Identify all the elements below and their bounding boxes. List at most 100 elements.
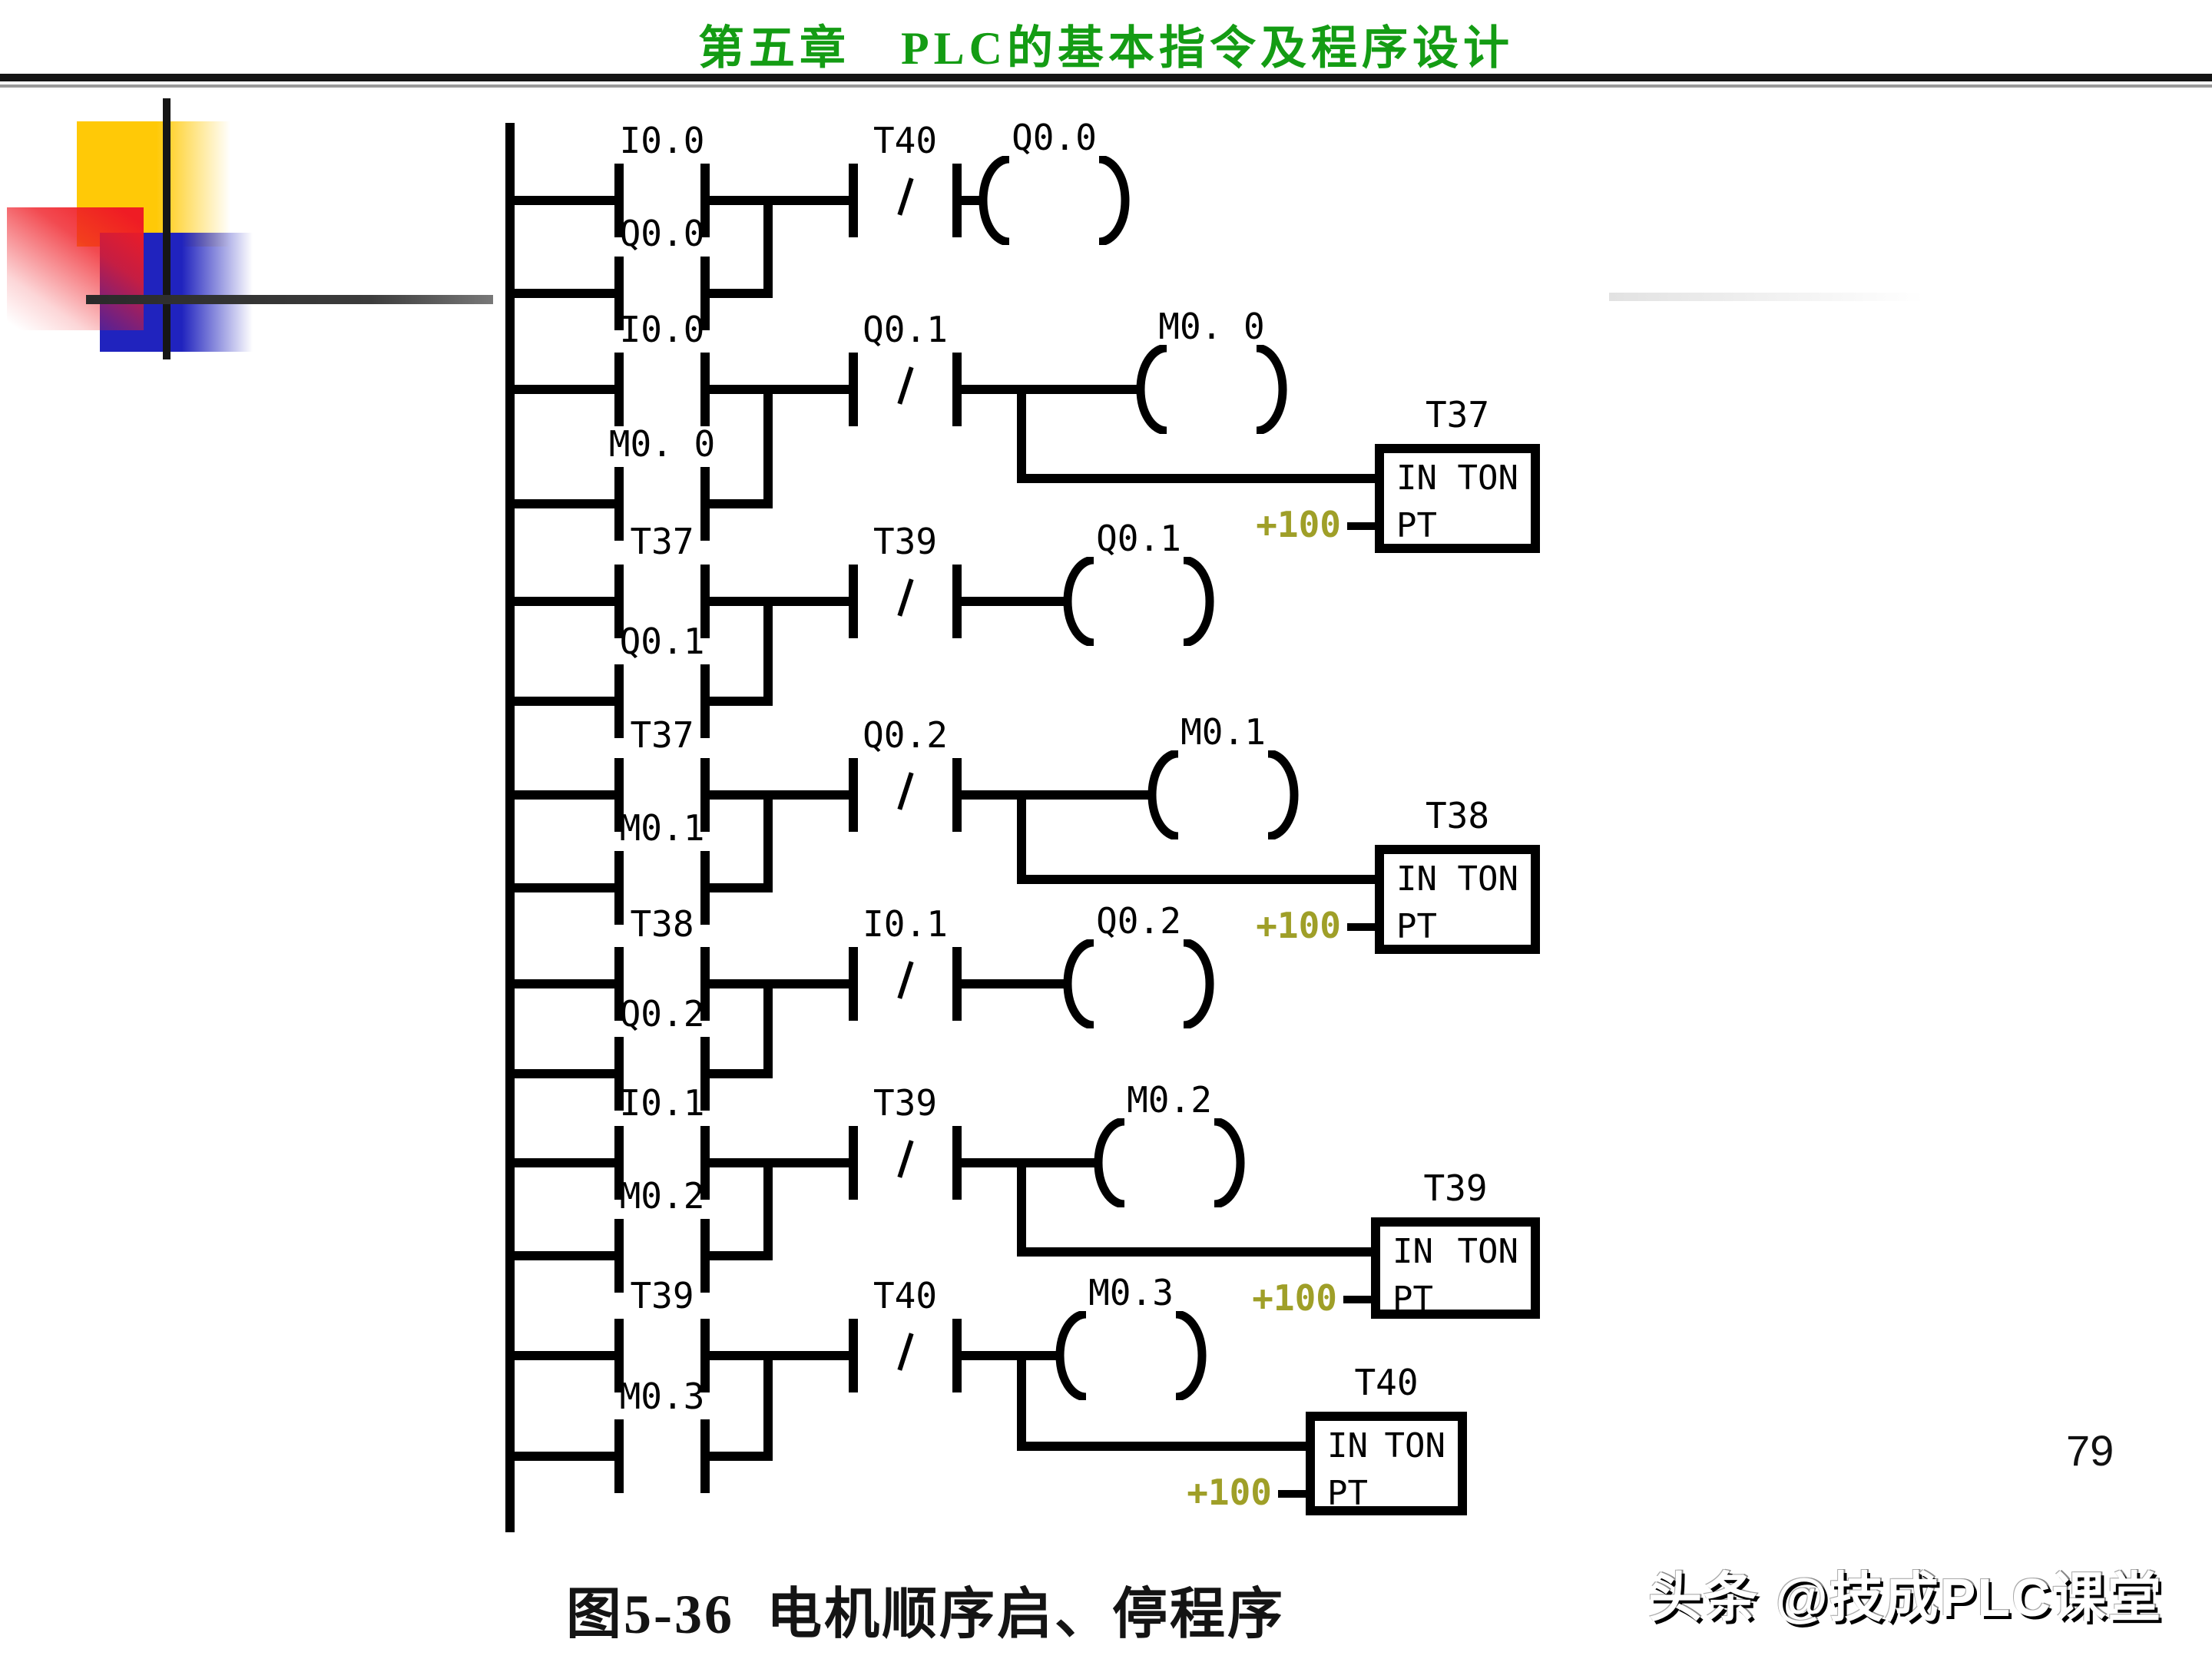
timer-in-label: IN [1327,1426,1368,1465]
power-rail [505,123,515,1532]
nc-slash-icon [896,961,914,999]
branch-junction-wire [763,790,773,892]
wire-segment [710,697,773,706]
coil-symbol [975,154,1133,247]
timer-ton-label: TON [1457,859,1518,899]
contact-label: T39 [630,1275,694,1316]
page-number: 79 [2066,1426,2114,1475]
coil-symbol [1144,749,1302,841]
wire-segment [515,1251,614,1260]
contact-bar [700,1319,710,1392]
wire-segment [710,883,773,892]
wire-segment [515,1158,614,1167]
contact-bar [700,164,710,237]
timer-preset-value: +100 [1252,1277,1337,1319]
nc-contact-label: T39 [873,521,938,562]
coil-label: Q0.2 [1096,900,1181,942]
timer-in-wire [1026,474,1375,483]
wire-segment [710,1251,773,1260]
wire-segment [515,597,614,606]
nc-contact-label: T40 [873,120,938,161]
timer-in-wire [1026,1442,1306,1451]
wire-segment [515,1452,614,1461]
contact-bar [700,565,710,638]
nc-contact-bar [849,1319,858,1392]
coil-label: M0.1 [1181,711,1266,753]
timer-pt-stub [1347,923,1375,931]
nc-slash-icon [896,578,914,617]
timer-name-label: T40 [1354,1362,1419,1403]
wire-segment [962,1158,1100,1167]
timer-preset-value: +100 [1256,504,1341,545]
contact-bar [614,1219,624,1293]
nc-slash-icon [896,366,914,405]
timer-in-label: IN [1396,459,1437,498]
nc-contact-label: T40 [873,1275,938,1316]
timer-box [1371,1217,1540,1319]
logo-horizontal-line [86,295,493,304]
branch-junction-wire [763,979,773,1078]
branch-junction-wire [763,385,773,508]
contact-label: T37 [630,714,694,756]
timer-pt-label: PT [1392,1280,1433,1319]
wire-segment [515,1351,614,1360]
wire-segment [515,697,614,706]
timer-ton-label: TON [1457,459,1518,498]
contact-bar [614,1126,624,1200]
timer-branch-wire [1017,1351,1026,1451]
contact-bar [614,758,624,832]
wire-segment [962,196,985,205]
contact-label: I0.1 [619,1082,705,1124]
timer-ton-label: TON [1384,1426,1445,1465]
timer-box [1375,845,1540,954]
wire-segment [962,790,1154,800]
nc-contact-bar [952,164,962,237]
nc-contact-bar [952,565,962,638]
timer-box [1306,1412,1467,1515]
nc-slash-icon [896,1333,914,1371]
coil-label: Q0.1 [1096,518,1181,559]
branch-junction-wire [763,597,773,706]
wire-segment [515,1069,614,1078]
nc-contact-bar [849,353,858,426]
timer-branch-wire [1017,1158,1026,1257]
wire-segment [515,883,614,892]
nc-contact-bar [952,1126,962,1200]
timer-pt-label: PT [1396,907,1437,946]
contact-bar [700,1037,710,1111]
timer-ton-label: TON [1457,1232,1518,1271]
wire-segment [962,597,1069,606]
parallel-contact-label: Q0.2 [619,993,705,1035]
wire-segment [515,790,614,800]
contact-bar [614,257,624,330]
coil-label: M0. 0 [1158,306,1265,347]
coil-symbol [1060,555,1217,647]
page-title: 第五章 PLC的基本指令及程序设计 [698,23,1514,74]
contact-bar [614,1037,624,1111]
wire-segment [710,385,849,394]
figure-caption: 图5-36 电机顺序启、停程序 [566,1584,1285,1645]
branch-junction-wire [763,1158,773,1260]
timer-pt-stub [1278,1490,1306,1498]
parallel-contact-label: M0. 0 [608,423,716,465]
contact-bar [700,1219,710,1293]
timer-name-label: T37 [1425,394,1490,435]
timer-pt-stub [1343,1296,1371,1303]
timer-pt-stub [1347,522,1375,530]
wire-segment [710,1351,849,1360]
logo-red-square [7,207,144,330]
contact-bar [700,353,710,426]
coil-symbol [1133,343,1290,435]
contact-bar [700,947,710,1021]
timer-pt-label: PT [1396,506,1437,545]
timer-in-wire [1026,1247,1371,1257]
coil-symbol [1091,1117,1248,1209]
nc-contact-bar [952,1319,962,1392]
nc-contact-bar [849,164,858,237]
coil-label: Q0.0 [1012,117,1097,158]
wire-segment [710,1158,849,1167]
nc-contact-bar [952,758,962,832]
contact-bar [700,1419,710,1493]
